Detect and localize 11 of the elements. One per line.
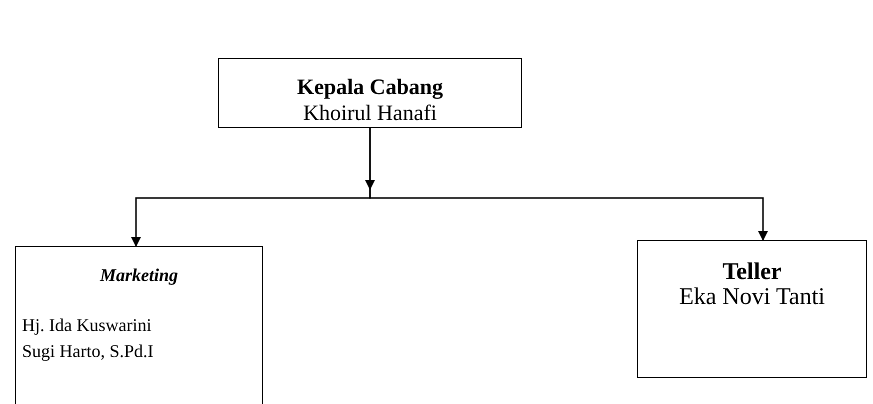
org-box	[218, 58, 522, 128]
org-box	[637, 240, 867, 378]
person-name: Hj. Ida Kuswarini	[22, 314, 152, 337]
role-title: Kepala Cabang	[296, 74, 444, 100]
role-title: Marketing	[100, 264, 178, 287]
connector-arrow	[369, 128, 768, 241]
person-name: Khoirul Hanafi	[303, 100, 437, 126]
org-box	[15, 246, 263, 404]
person-name: Sugi Harto, S.Pd.I	[22, 340, 154, 363]
person-name: Eka Novi Tanti	[679, 284, 825, 310]
role-title: Teller	[722, 259, 782, 285]
